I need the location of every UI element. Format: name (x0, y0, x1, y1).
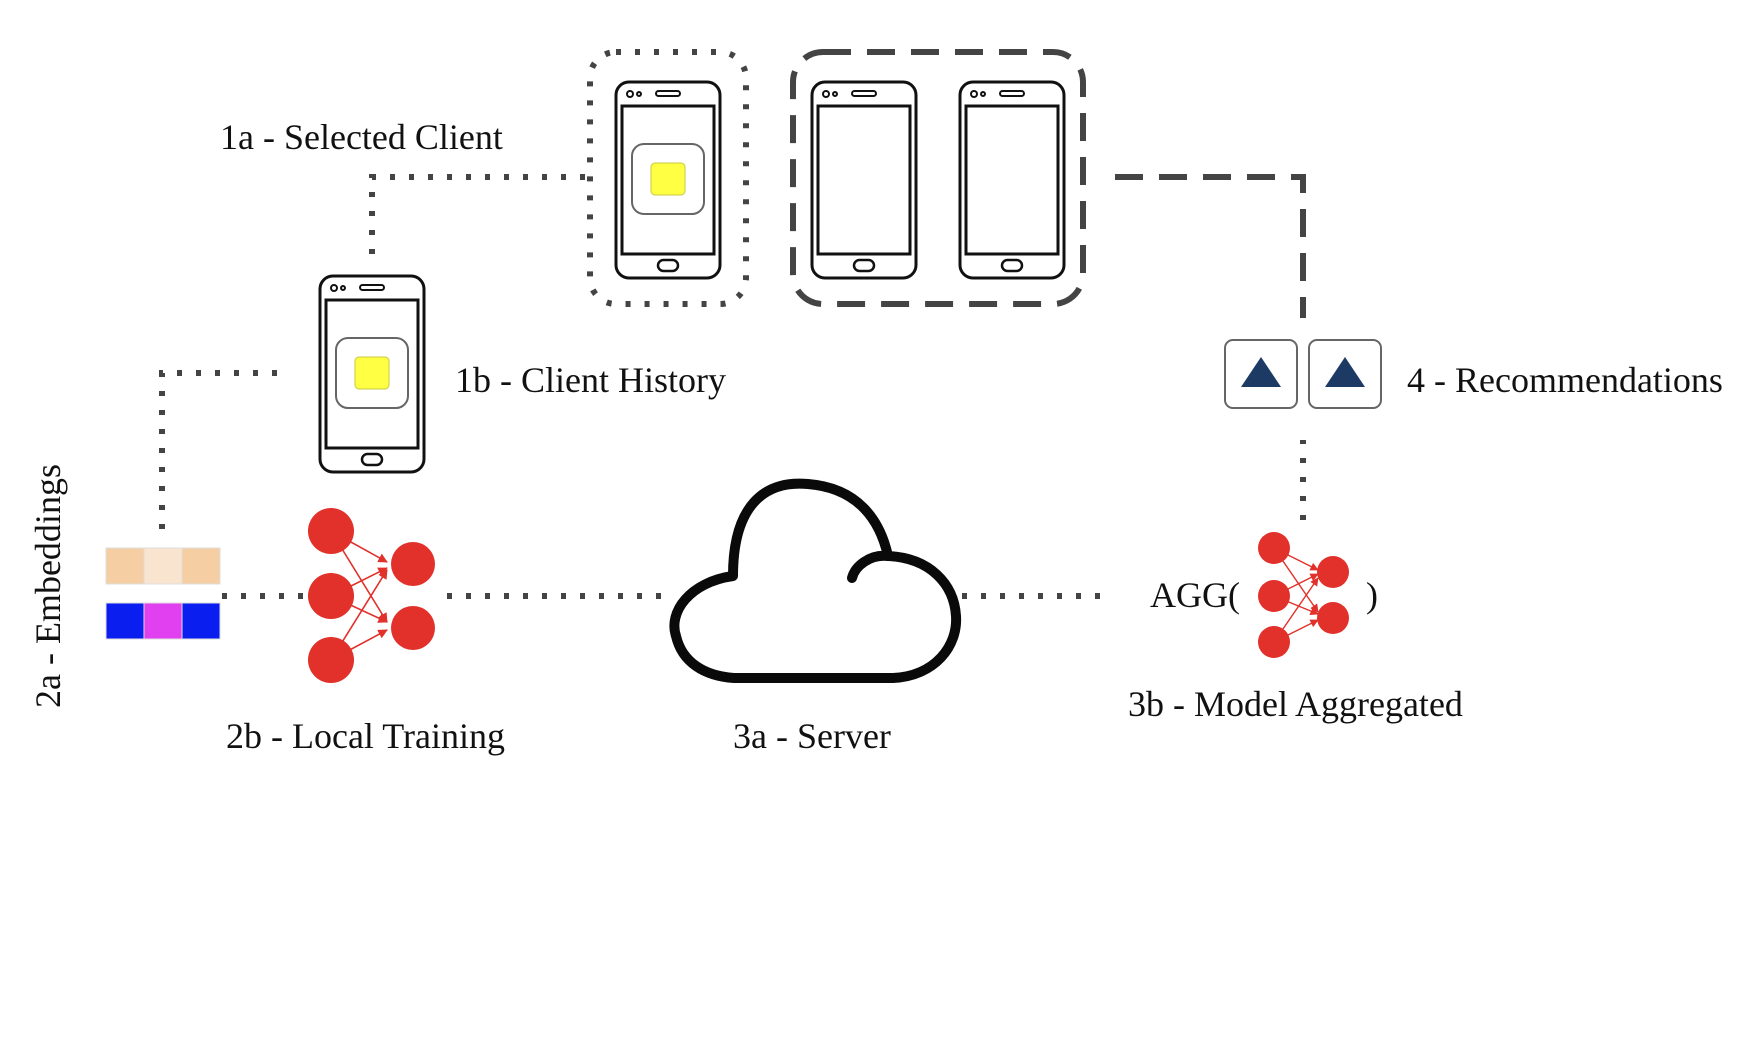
dashed-connector-clients-to-recommendations (1115, 174, 1306, 318)
selected-client-group-border (587, 49, 749, 307)
selected-client-phone-icon (614, 80, 722, 280)
neuron (1258, 532, 1290, 564)
other-clients-group-border (790, 49, 1086, 307)
neuron (308, 508, 354, 554)
agg-close-label: ) (1366, 575, 1378, 615)
embedding-cell (181, 602, 221, 640)
neuron (308, 573, 354, 619)
embedding-cell (143, 547, 183, 585)
model-aggregated-label: 3b - Model Aggregated (1128, 684, 1463, 724)
connector-history-to-embeddings (159, 370, 277, 536)
client-phone-icon (958, 80, 1066, 280)
recommendation-card (1224, 339, 1298, 409)
server-cloud-icon (669, 478, 962, 683)
agg-open-label: AGG( (1150, 575, 1240, 615)
embedding-cell (105, 602, 145, 640)
neuron (1258, 626, 1290, 658)
aggregated-neural-network-icon (1258, 532, 1349, 658)
local-training-neural-network-icon (308, 508, 435, 683)
recommendation-card (1308, 339, 1382, 409)
neuron (1258, 580, 1290, 612)
triangle-up-icon (1241, 357, 1281, 387)
embedding-cell (181, 547, 221, 585)
history-item-highlight (354, 356, 390, 390)
neuron (1317, 556, 1349, 588)
neuron (391, 606, 435, 650)
neuron (391, 542, 435, 586)
client-phone-icon (810, 80, 918, 280)
triangle-up-icon (1325, 357, 1365, 387)
local-training-label: 2b - Local Training (226, 716, 505, 756)
selected-client-label: 1a - Selected Client (220, 117, 503, 157)
server-label: 3a - Server (733, 716, 891, 756)
embedding-cell (143, 602, 183, 640)
client-history-label: 1b - Client History (455, 360, 726, 400)
selected-item-highlight (650, 162, 686, 196)
recommendations-label: 4 - Recommendations (1407, 360, 1723, 400)
neuron (1317, 602, 1349, 634)
embeddings-label: 2a - Embeddings (28, 464, 68, 708)
client-history-phone-icon (318, 274, 426, 474)
neuron (308, 637, 354, 683)
connector-selected-to-history (369, 174, 585, 262)
dotted-connectors (159, 174, 1306, 599)
embedding-cell (105, 547, 145, 585)
embeddings-icon (105, 547, 221, 640)
